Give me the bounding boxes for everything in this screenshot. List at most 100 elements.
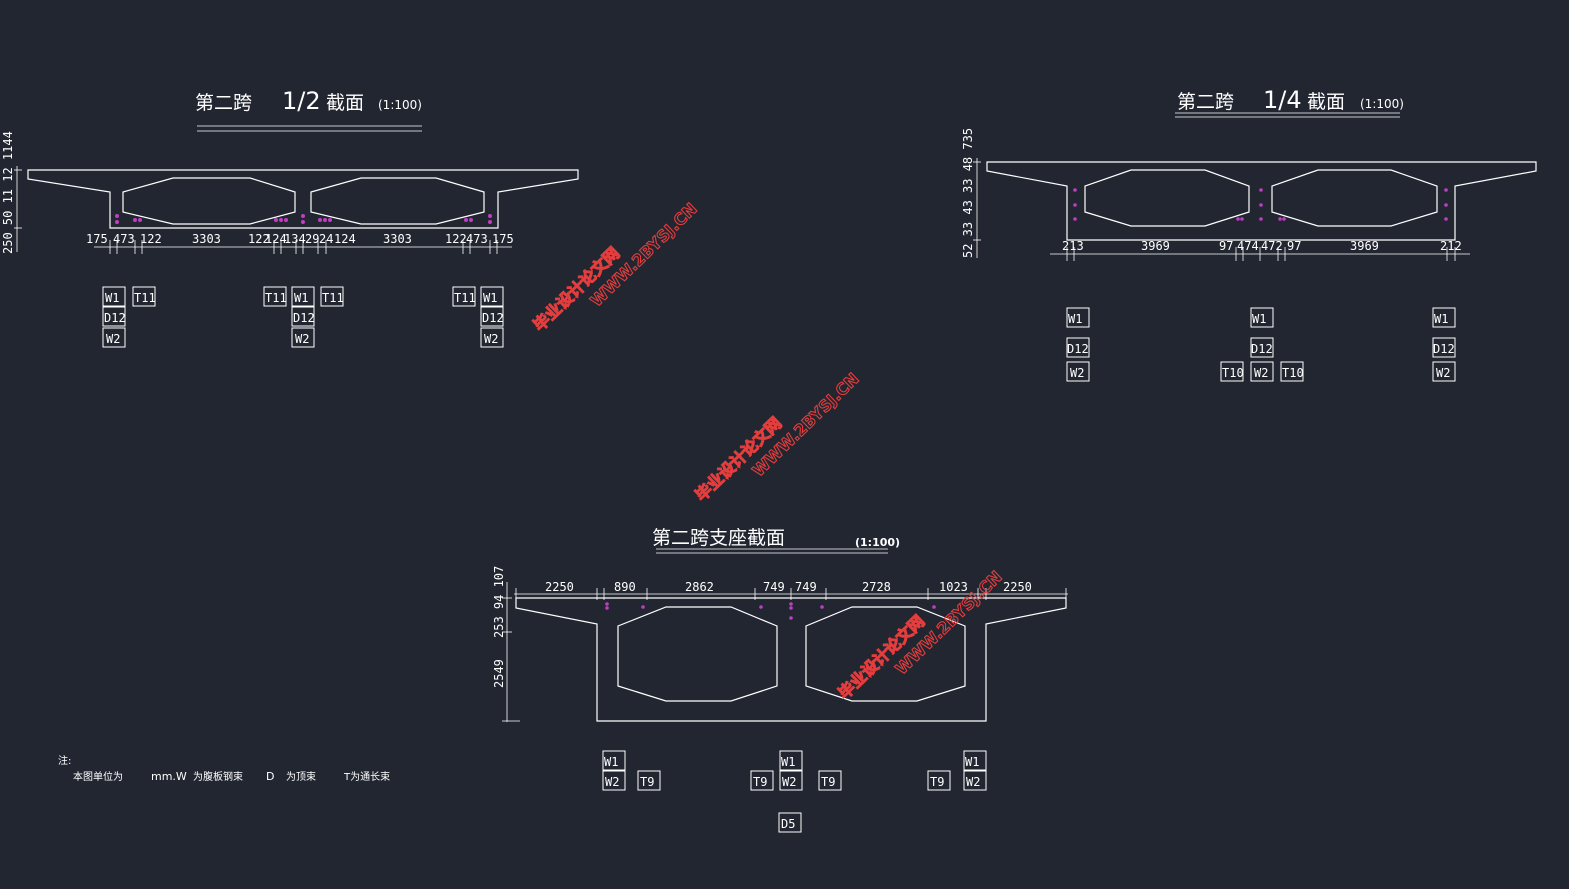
section-quarter-dim-7: 212 [1440,239,1462,253]
watermark-3: 毕业设计论文网 WWW.2BYSJ.CN [834,567,1006,704]
section-quarter-bottom-dimension: 213 3969 97 474 472 97 3969 212 [1050,239,1470,261]
tag-label: W2 [295,332,309,346]
tag-label: W1 [1068,312,1082,326]
section-quarter-cell-right [1271,169,1438,227]
section-support-dim-5: 2728 [862,580,891,594]
tag-label: W1 [1252,312,1266,326]
tag-label: T10 [1282,366,1304,380]
note-heading: 注: [58,754,71,767]
section-support-cell-right [805,606,966,702]
section-quarter-dim-4: 472 [1261,239,1283,253]
note-text-2: mm.W [151,770,187,783]
note-text-1: 本图单位为 [73,770,123,783]
section-support-dim-4: 749 [795,580,817,594]
section-quarter-title-suffix: 截面 [1307,91,1345,113]
section-quarter-tag-group-2: W1 D12 T10 W2 T10 [1220,307,1304,382]
note-text-5: 为顶束 [286,771,316,783]
section-half-dim-1: 473 [113,232,135,246]
tag-label: T11 [134,291,156,305]
section-half-left-dimension: 250 50 11 12 1144 [1,131,22,254]
note-text-6: T为通长束 [343,771,390,783]
tag-label: T11 [454,291,476,305]
tag-label: D12 [1433,342,1455,356]
tag-label: W2 [484,332,498,346]
section-quarter-left-dimension: 52 33 43 33 48 735 [961,128,981,258]
section-quarter-outline [986,161,1537,241]
section-quarter-dim-6: 3969 [1350,239,1379,253]
section-quarter-left-dim-text: 52 33 43 33 48 735 [961,128,975,258]
section-half-dim-8: 24 [319,232,333,246]
section-half-dim-13: 175 [492,232,514,246]
tag-label: T9 [753,775,767,789]
note-text-4: D [266,770,274,783]
note-text-3: 为腹板钢束 [193,770,243,783]
tag-label: W2 [1254,366,1268,380]
section-half-scale: (1:100) [378,98,422,112]
section-quarter-cell-left [1084,169,1250,227]
section-quarter-dim-2: 97 [1219,239,1233,253]
tag-label: T11 [322,291,344,305]
tag-label: D12 [1251,342,1273,356]
section-half-outline [27,169,579,229]
section-support-dim-3: 749 [763,580,785,594]
section-support-tag-group-1: W1 W2 T9 [602,750,661,791]
tag-label: D5 [781,817,795,831]
section-support-tag-group-2: W1 T9 W2 T9 [750,750,842,791]
section-half-cell-left [122,177,296,225]
section-half-left-dim-text: 250 50 11 12 1144 [1,131,15,254]
section-support-tendons [605,602,936,620]
section-support-dim-2: 2862 [685,580,714,594]
tag-label: W2 [106,332,120,346]
tag-label: W1 [604,755,618,769]
section-support-dim-7: 2250 [1003,580,1032,594]
tag-label: D12 [1067,342,1089,356]
section-half-tag-group-3: T11 W1 D12 W2 [452,286,504,348]
section-half-dim-4: 122 [248,232,270,246]
tag-label: T9 [821,775,835,789]
section-half-dim-2: 122 [140,232,162,246]
tag-label: W1 [294,291,308,305]
section-support-left-dim-bottom: 2549 [492,659,506,688]
section-support-dim-0: 2250 [545,580,574,594]
section-quarter-dim-3: 474 [1237,239,1259,253]
section-quarter-tendons [1073,188,1448,221]
section-support-scale: (1:100) [855,536,900,549]
section-support-tag-bottom: D5 [778,812,802,833]
section-half-tag-group-1: W1 T11 D12 W2 [102,286,156,348]
section-half-title-prefix: 第二跨 [195,92,252,114]
section-half-dim-6: 134 [284,232,306,246]
section-half-group: 第二跨 1/2 截面 (1:100) 250 50 11 12 1144 [1,87,579,348]
section-half-tag-group-2: T11 W1 T11 D12 W2 [263,286,344,348]
tag-label: W2 [605,775,619,789]
tag-label: W2 [782,775,796,789]
section-support-dim-6: 1023 [939,580,968,594]
tag-label: T9 [640,775,654,789]
section-support-left-dimension: 253 94 107 2549 [492,566,520,722]
section-support-dim-1: 890 [614,580,636,594]
section-support-group: 第二跨支座截面 (1:100) 2250 [492,527,1068,833]
section-support-left-dim-top: 253 94 107 [492,566,506,638]
tag-label: W1 [781,755,795,769]
tag-label: W2 [966,775,980,789]
section-half-title-suffix: 截面 [326,92,364,114]
tag-label: W2 [1436,366,1450,380]
section-half-dim-7: 29 [305,232,319,246]
section-quarter-title-prefix: 第二跨 [1177,91,1234,113]
section-quarter-tag-group-3: W1 D12 W2 [1432,307,1456,382]
section-quarter-dim-5: 97 [1287,239,1301,253]
tag-label: D12 [482,311,504,325]
section-support-top-dimension: 2250 890 2862 749 749 2728 1023 2250 [514,580,1068,600]
tag-label: W1 [965,755,979,769]
section-quarter-dim-1: 3969 [1141,239,1170,253]
section-half-bottom-dimension: 175 473 122 3303 122 124 134 29 24 124 3… [86,232,514,254]
section-half-dim-10: 3303 [383,232,412,246]
section-half-dim-5: 124 [265,232,287,246]
section-half-cell-right [310,177,485,225]
section-support-cell-left [617,606,778,702]
tag-label: T11 [265,291,287,305]
watermark-2: 毕业设计论文网 WWW.2BYSJ.CN [691,369,863,506]
section-quarter-tag-group-1: W1 D12 W2 [1066,307,1090,382]
section-half-dim-12: 473 [466,232,488,246]
section-half-dim-9: 124 [334,232,356,246]
section-half-title-ratio: 1/2 [282,87,321,115]
